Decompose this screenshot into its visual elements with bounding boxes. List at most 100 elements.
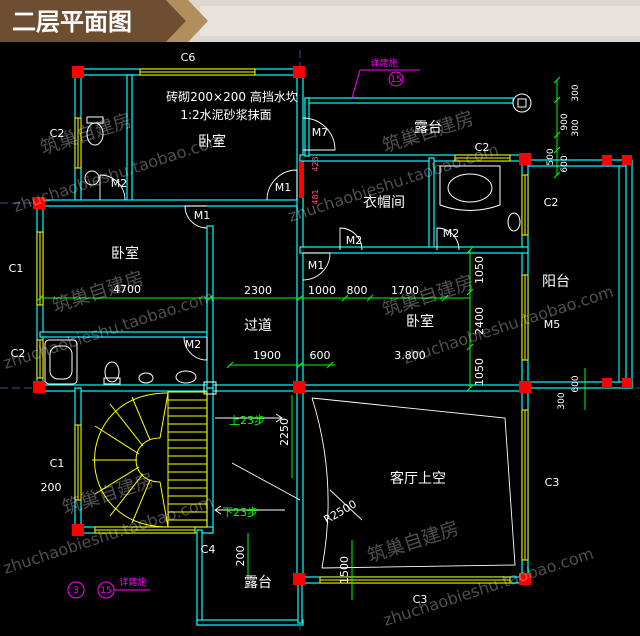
column [622,155,632,165]
terrace-rail [304,97,310,157]
column [293,381,305,393]
bathtub [44,339,78,385]
index-circle [67,581,85,599]
column [622,378,632,388]
terrace-rail [304,97,514,104]
dimension-lines [36,76,586,600]
window-label-c6: C6 [181,51,196,64]
index-top-number: 15 [390,75,401,85]
walls [36,68,633,626]
door-swing [99,174,126,201]
index-bottom-text: 详建施 [119,576,146,588]
watermark-url: zhuchaobieshu.taobao.com [381,544,596,630]
door-label-m1-right-bedroom: M1 [308,259,325,272]
dimension-text: 2300 [244,284,272,297]
dimension-text: 300 [571,119,581,136]
radius-leader [329,489,363,521]
column [72,524,84,536]
watermark-cn: 筑巢自建房 [60,469,157,519]
watermark-cn: 筑巢自建房 [50,267,147,317]
header-pattern [200,6,640,36]
spiral-stair [92,391,285,528]
room-label-closet: 衣帽间 [363,195,405,211]
dimension-text: 2250 [278,418,291,446]
void-edge [311,397,516,569]
index-bottom-number: 3 [73,586,79,596]
door-label-m2-left-bath: M2 [185,338,202,351]
floor-level: 3.800 [394,349,426,362]
toilet [104,361,120,383]
dimension-ticks [36,294,449,302]
door-label-m2-upper-bath: M2 [111,177,128,190]
dimension-text: 600 [560,155,570,172]
column [293,66,305,78]
column [519,573,531,585]
door-swing [184,205,208,229]
toilet-tank [103,377,121,385]
window-label-c2-bath: C2 [475,141,490,154]
dimension-text: 1700 [391,284,419,297]
dimension-text: 2400 [473,307,486,335]
bathtub-basin [49,345,73,380]
dimension-text: 1050 [473,256,486,284]
note-line-1: 砖砌200×200 高挡水坎 [166,89,298,104]
fixtures [44,116,521,385]
banner-chevron [166,0,208,42]
column [33,197,45,209]
dimension-text: 800 [347,284,368,297]
dimension-text: 200 [41,481,62,494]
index-marks: 详建施 15 3 15 详建施 [67,57,420,599]
index-top-text: 详建施 [370,57,397,69]
dimension-text: 481 [311,189,320,204]
window-label-c1-left: C1 [9,262,24,275]
door-label-m2-bath: M2 [443,227,460,240]
window-label-c2-left: C2 [11,347,26,360]
stair-down-arrow [214,505,285,515]
door-swing [302,117,336,151]
page-title: 二层平面图 [12,8,132,36]
window-label-c2-right: C2 [544,196,559,209]
sink [84,170,100,186]
index-leader [351,69,361,99]
room-label-bedroom-top: 卧室 [198,133,226,150]
column [299,162,304,198]
door-swing [339,227,363,251]
room-label-terrace-top: 露台 [414,120,442,136]
wall [126,74,133,204]
dimension-ticks [466,246,474,392]
void-curve [311,397,329,569]
pipe-marker-core [517,98,527,108]
watermark-cn: 筑巢自建房 [38,109,135,159]
door-label-m1-top-bedroom: M1 [275,181,292,194]
bathtub [439,165,501,211]
column [33,381,45,393]
stair-down-label: 下23步 [222,506,258,519]
column [519,381,531,393]
pipe-marker [512,93,532,113]
room-label-terrace-bottom: 露台 [244,575,272,591]
toilet [86,122,104,146]
banner-shape [0,0,186,42]
dimension-text: 200 [234,546,247,567]
balcony-rail [625,159,633,389]
door-label-m5: M5 [544,318,561,331]
dimension-text: 4700 [113,283,141,296]
index-circle [388,71,404,87]
stair-treads [168,399,207,521]
room-label-bedroom-right: 卧室 [406,313,434,330]
wall [36,199,304,207]
room-label-balcony: 阳台 [542,274,570,290]
column [72,66,84,78]
window-label-c2-upper-left: C2 [50,127,65,140]
windows [36,68,529,584]
room-label-corridor: 过道 [244,318,272,334]
door-swing [302,252,331,281]
balcony-rail [527,159,633,167]
wall [296,68,304,584]
doors [99,117,460,361]
dimension-text: 300 [571,84,581,101]
dimension-text: 500 [546,148,556,165]
stair-flight [167,391,208,528]
sink [138,372,154,384]
